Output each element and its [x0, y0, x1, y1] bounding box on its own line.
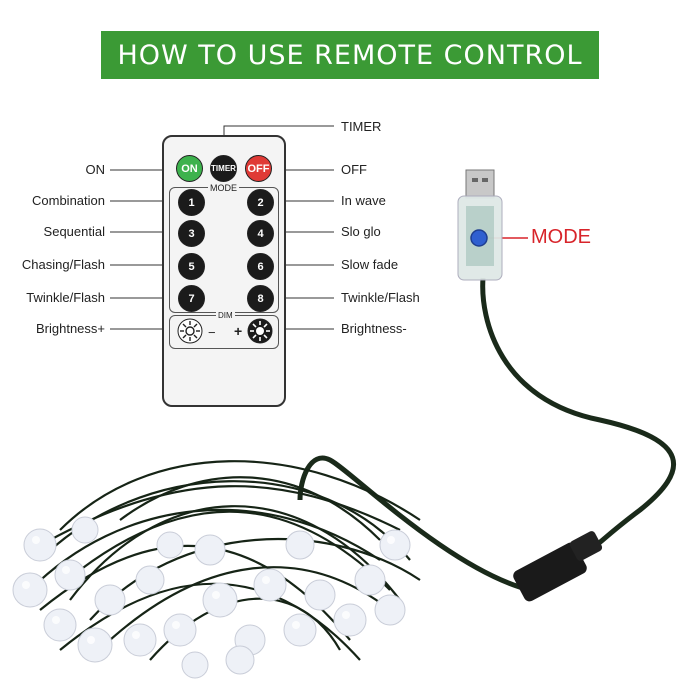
dim-label: DIM	[216, 311, 235, 320]
bulb-highlights	[22, 536, 395, 644]
mode-button-6[interactable]: 6	[247, 253, 274, 280]
mode-button-2-label: 2	[257, 196, 264, 209]
usb-cable	[480, 277, 677, 551]
mode-button-3-label: 3	[188, 227, 195, 240]
label-slow-fade: Slow fade	[341, 257, 399, 272]
mode-button-8[interactable]: 8	[247, 285, 274, 312]
on-button[interactable]: ON	[176, 155, 203, 182]
usb-plug-icon	[457, 169, 503, 281]
label-brightness-minus: Brightness-	[341, 321, 407, 336]
sun-outline-icon	[177, 318, 203, 344]
label-slo-glo: Slo glo	[341, 224, 381, 239]
waterproof-connector-icon	[513, 531, 603, 602]
label-in-wave: In wave	[341, 193, 386, 208]
sun-filled-icon	[247, 318, 273, 344]
remote-control: ON TIMER OFF MODE 1 2 3 4 5 6 7 8 DIM − …	[162, 135, 286, 407]
mode-button-3[interactable]: 3	[178, 220, 205, 247]
mode-button-4[interactable]: 4	[247, 220, 274, 247]
mode-button-7[interactable]: 7	[178, 285, 205, 312]
bulbs	[12, 516, 411, 679]
mode-button-7-label: 7	[188, 292, 195, 305]
mode-button-2[interactable]: 2	[247, 189, 274, 216]
label-sequential: Sequential	[43, 224, 105, 239]
mode-button-1[interactable]: 1	[178, 189, 205, 216]
mode-group-label: MODE	[208, 183, 239, 193]
brightness-down-button[interactable]	[246, 317, 274, 345]
timer-button-label: TIMER	[211, 164, 236, 173]
mode-button-5[interactable]: 5	[178, 253, 205, 280]
mode-button-1-label: 1	[188, 196, 195, 209]
label-twinkle-flash-right: Twinkle/Flash	[341, 290, 420, 305]
label-off: OFF	[341, 162, 367, 177]
off-button-label: OFF	[247, 162, 270, 175]
mode-button-6-label: 6	[257, 260, 264, 273]
usb-mode-button	[470, 229, 488, 247]
mode-button-8-label: 8	[257, 292, 264, 305]
brightness-up-button[interactable]	[176, 317, 204, 345]
label-on: ON	[85, 162, 106, 177]
dim-plus-sign: +	[234, 323, 243, 339]
mode-button-5-label: 5	[188, 260, 195, 273]
label-combination: Combination	[32, 193, 105, 208]
label-timer: TIMER	[341, 119, 382, 134]
label-chasing-flash: Chasing/Flash	[21, 257, 105, 272]
on-button-label: ON	[181, 162, 198, 175]
dim-minus-sign: −	[208, 325, 216, 340]
off-button[interactable]: OFF	[245, 155, 272, 182]
banner-title: HOW TO USE REMOTE CONTROL	[117, 39, 583, 71]
title-banner: HOW TO USE REMOTE CONTROL	[101, 31, 599, 79]
mode-button-4-label: 4	[257, 227, 264, 240]
timer-button[interactable]: TIMER	[210, 155, 237, 182]
label-brightness-plus: Brightness+	[35, 321, 105, 336]
label-twinkle-flash-left: Twinkle/Flash	[26, 290, 105, 305]
main-cable	[297, 455, 531, 593]
usb-mode-label: MODE	[531, 226, 591, 248]
